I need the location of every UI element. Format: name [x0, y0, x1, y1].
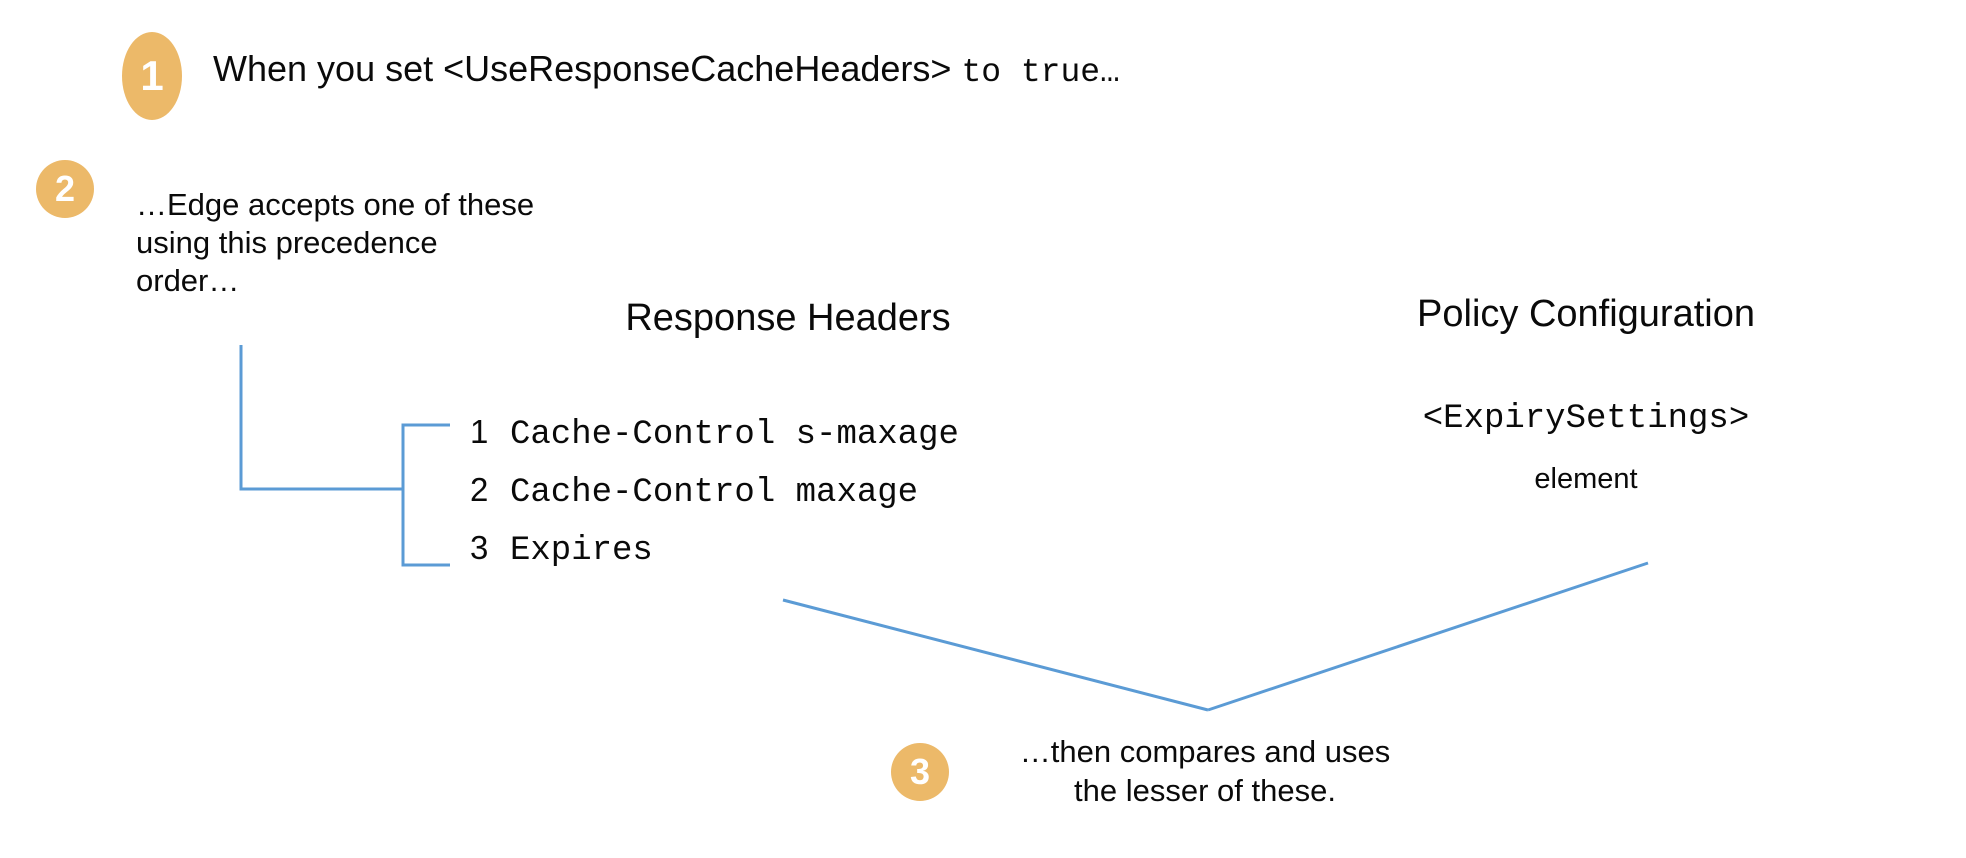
list-item: 2 Cache-Control maxage: [470, 471, 959, 529]
precedence-header-name: Cache-Control maxage: [510, 474, 919, 512]
precedence-header-name: Cache-Control s-maxage: [510, 416, 959, 454]
step-3-badge-number: 3: [909, 751, 931, 792]
response-headers-heading: Response Headers: [625, 297, 951, 339]
policy-element-label: element: [1534, 463, 1638, 495]
policy-expiry-settings-element: <ExpirySettings>: [1422, 400, 1750, 438]
step-3-badge: 3: [891, 743, 949, 801]
step-2-badge: 2: [36, 160, 94, 218]
step-1-badge: 1: [122, 32, 182, 120]
step-2-badge-number: 2: [54, 168, 76, 209]
response-headers-precedence-list: 1 Cache-Control s-maxage 2 Cache-Control…: [470, 413, 959, 587]
policy-configuration-heading: Policy Configuration: [1417, 293, 1755, 335]
step-3-line-1: …then compares and uses: [1019, 734, 1391, 769]
step-1-badge-number: 1: [140, 52, 164, 99]
precedence-elbow-connector: [239, 345, 403, 491]
list-item: 3 Expires: [470, 529, 959, 587]
step-3-line-2: the lesser of these.: [1074, 772, 1336, 808]
precedence-header-name: Expires: [510, 532, 653, 570]
step-2-line-2: using this precedence: [136, 224, 438, 260]
step-2-text: …Edge accepts one of these using this pr…: [136, 186, 616, 299]
compare-vee-right-arm: [1207, 561, 1649, 712]
precedence-rank: 3: [470, 529, 489, 566]
precedence-rank: 1: [470, 413, 489, 450]
compare-vee-left-arm: [782, 598, 1209, 712]
step-1-text-prefix: When you set <UseResponseCacheHeaders>: [213, 48, 962, 89]
precedence-rank: 2: [470, 471, 489, 508]
step-3-text: …then compares and uses the lesser of th…: [975, 733, 1435, 811]
step-2-line-1: …Edge accepts one of these: [136, 187, 535, 222]
precedence-bracket-connector: [401, 423, 450, 567]
step-2-line-3: order…: [136, 262, 240, 298]
list-item: 1 Cache-Control s-maxage: [470, 413, 959, 471]
step-1-text: When you set <UseResponseCacheHeaders> t…: [213, 48, 1120, 91]
step-1-text-mono: to true…: [961, 54, 1120, 91]
